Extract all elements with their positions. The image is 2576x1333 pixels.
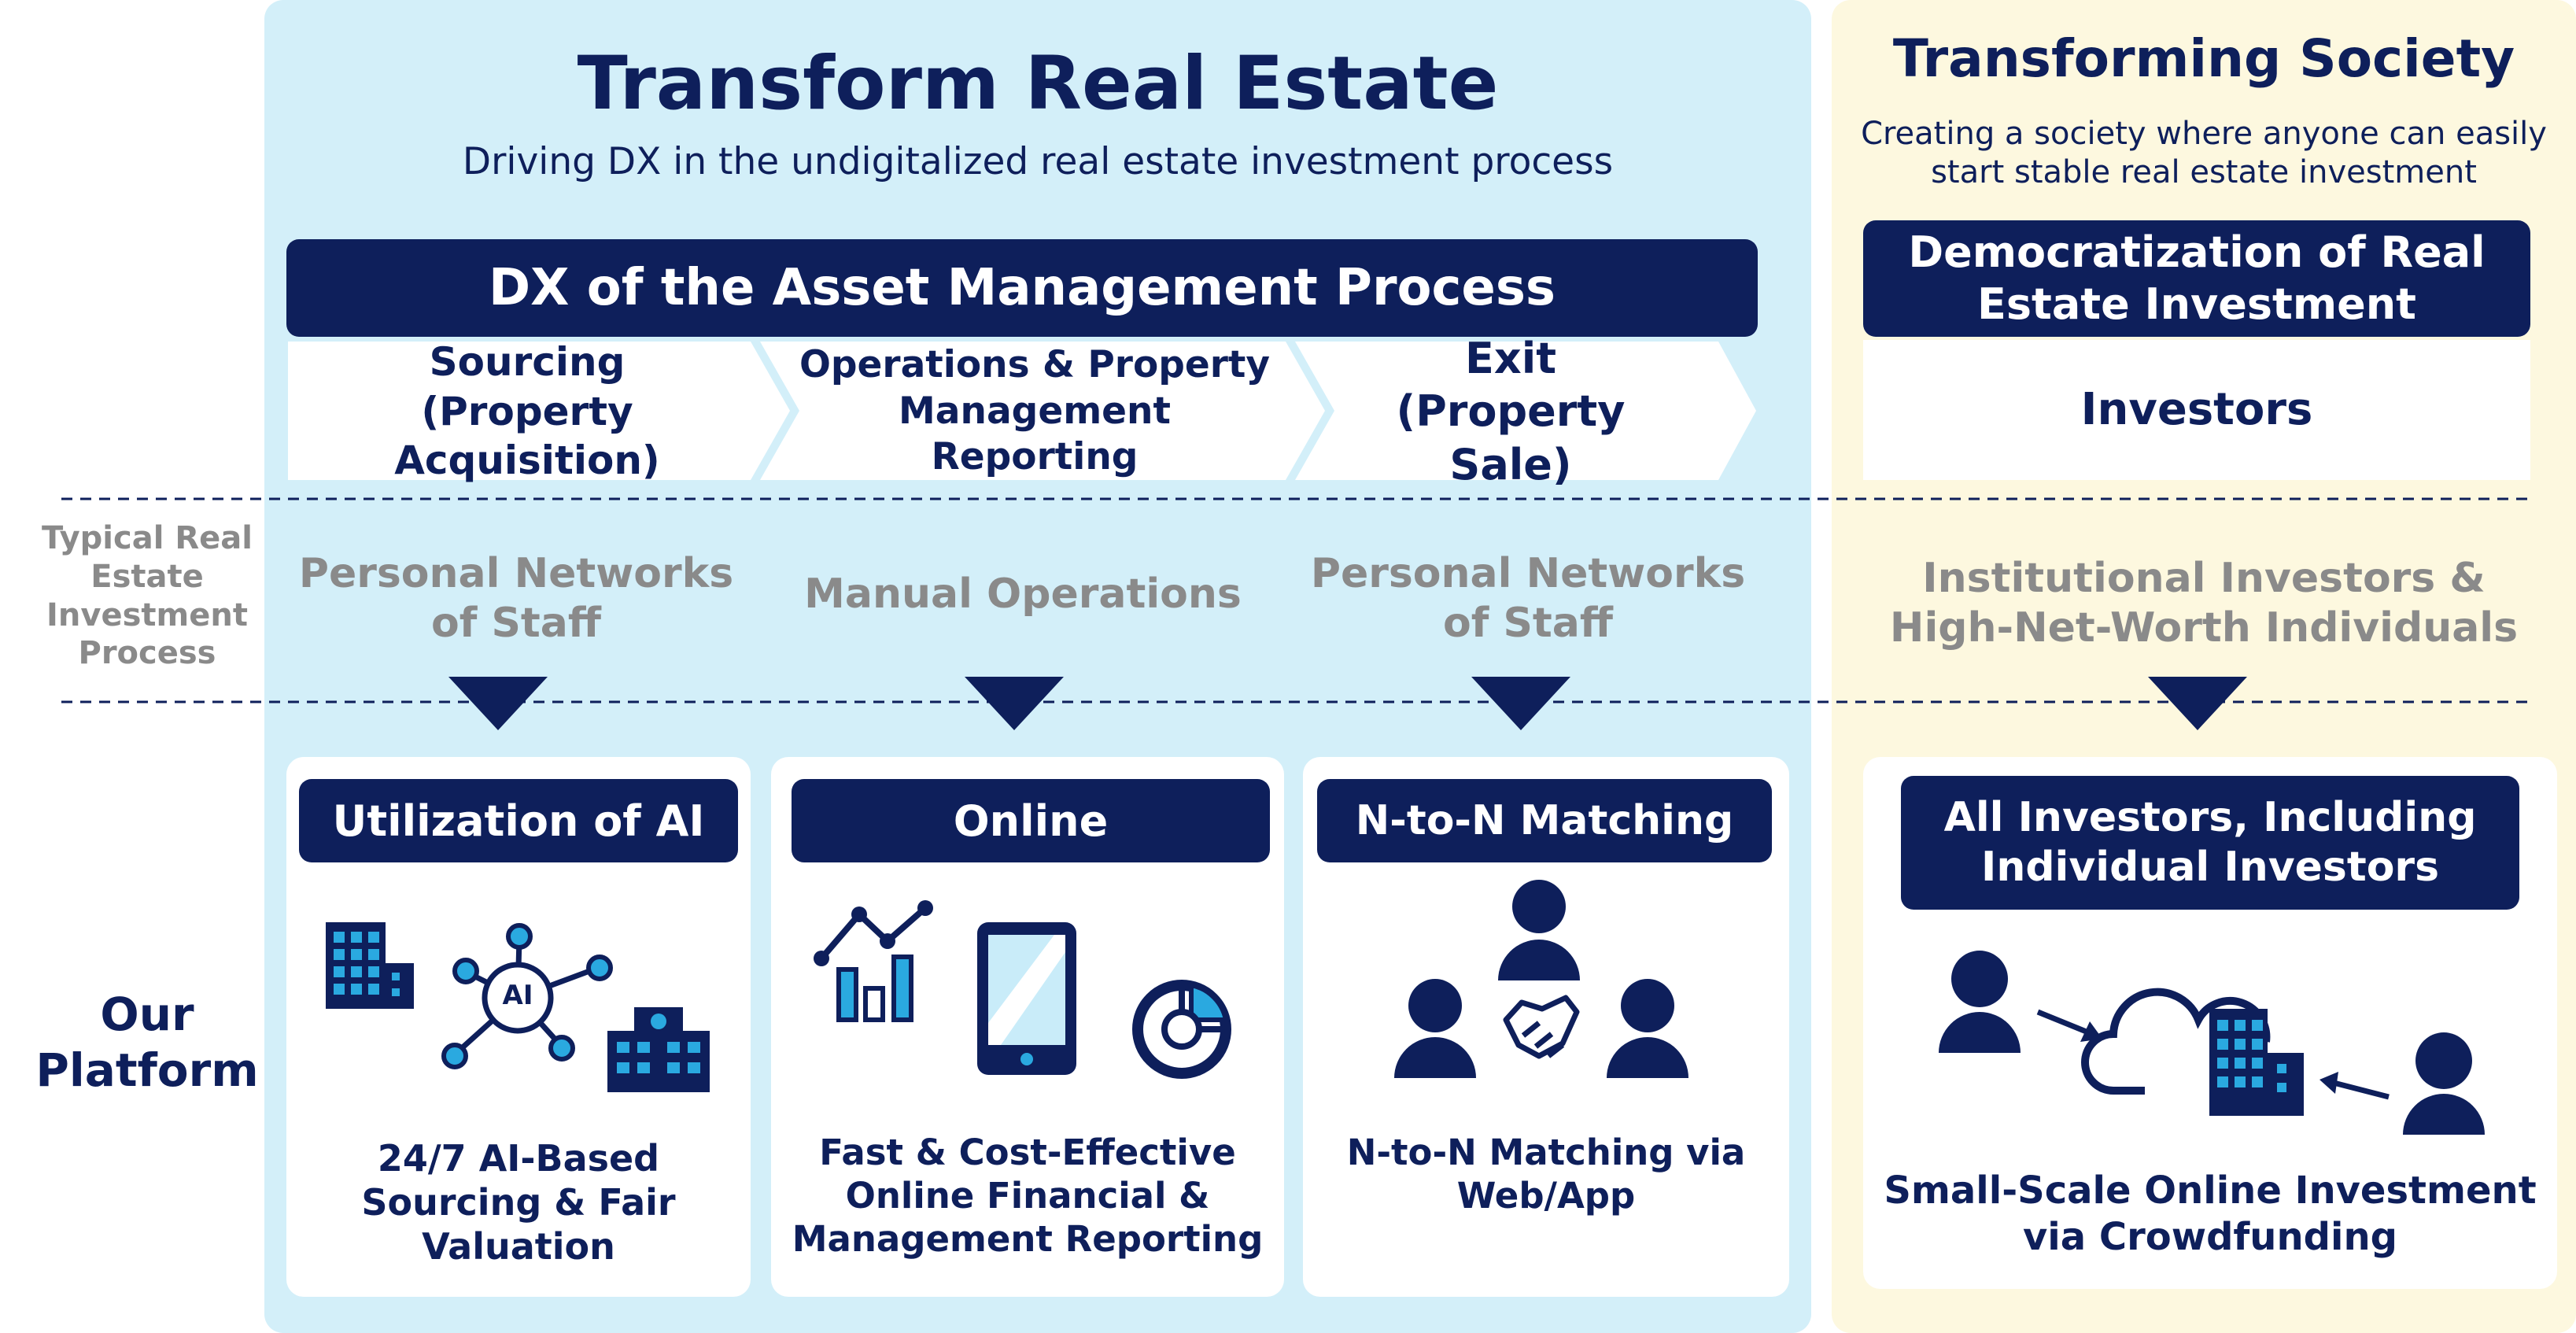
typical-process-label: Typical Real Estate Investment Process xyxy=(24,519,271,673)
typical-sourcing-line-2: of Staff xyxy=(431,600,601,648)
typical-label-line-2: Estate xyxy=(90,558,204,595)
platform-label-line-2: Platform xyxy=(35,1043,259,1097)
step-chevron-3 xyxy=(1295,342,1756,480)
step-exit: Exit (Property Sale) xyxy=(1330,334,1692,489)
step-chevron-1 xyxy=(288,342,790,480)
step-sourcing: Sourcing (Property Acquisition) xyxy=(291,339,763,483)
step-chevron-2 xyxy=(760,342,1325,480)
desc-ai: 24/7 AI-Based Sourcing & Fair Valuation xyxy=(286,1136,751,1268)
typical-exit-line-1: Personal Networks xyxy=(1310,550,1746,597)
typical-investors-line-2: High-Net-Worth Individuals xyxy=(1889,604,2519,652)
left-title: Transform Real Estate xyxy=(577,41,1499,127)
typical-label-line-3: Investment xyxy=(46,596,248,633)
typical-label-line-4: Process xyxy=(78,635,216,672)
desc-ai-line-2: Sourcing & Fair xyxy=(361,1181,676,1224)
typical-investors-line-1: Institutional Investors & xyxy=(1922,555,2486,602)
ai-label: AI xyxy=(502,980,533,1011)
right-title: Transforming Society xyxy=(1892,28,2515,89)
typical-sourcing-line-1: Personal Networks xyxy=(298,550,734,597)
our-platform-label: Our Platform xyxy=(24,987,271,1099)
desc-crowdfunding-line-1: Small-Scale Online Investment xyxy=(1884,1169,2537,1213)
step-exit-line-2: (Property Sale) xyxy=(1396,386,1626,489)
building-icon-2 xyxy=(607,1007,710,1092)
right-subtitle-line-1: Creating a society where anyone can easi… xyxy=(1861,116,2547,152)
down-arrow-1 xyxy=(448,677,548,730)
desc-crowdfunding-line-2: via Crowdfunding xyxy=(2023,1214,2397,1259)
desc-ai-line-3: Valuation xyxy=(422,1225,615,1268)
typical-exit: Personal Networks of Staff xyxy=(1276,549,1780,649)
step-sourcing-line-2: (Property Acquisition) xyxy=(394,388,660,484)
down-arrow-2 xyxy=(965,677,1064,730)
down-arrow-4 xyxy=(2148,677,2247,730)
typical-investors: Institutional Investors & High-Net-Worth… xyxy=(1832,554,2576,654)
democratization-line-1: Democratization of Real xyxy=(1908,227,2486,278)
handshake-icon xyxy=(1503,995,1580,1059)
header-ai: Utilization of AI xyxy=(299,779,738,862)
arrow-icon-right xyxy=(2320,1072,2390,1100)
right-subtitle: Creating a society where anyone can easi… xyxy=(1832,115,2576,192)
typical-sourcing: Personal Networks of Staff xyxy=(264,549,768,649)
democratization-bar: Democratization of Real Estate Investmen… xyxy=(1863,220,2530,337)
desc-online-line-2: Online Financial & xyxy=(845,1174,1210,1217)
person-icon-left xyxy=(1939,951,2021,1053)
typical-operations-line-1: Manual Operations xyxy=(804,570,1242,618)
step-exit-line-1: Exit xyxy=(1464,333,1557,383)
desc-matching-line-1: N-to-N Matching via xyxy=(1346,1132,1746,1173)
desc-online: Fast & Cost-Effective Online Financial &… xyxy=(771,1132,1284,1261)
desc-ai-line-1: 24/7 AI-Based xyxy=(377,1137,660,1180)
process-bar: DX of the Asset Management Process xyxy=(286,239,1758,337)
platform-label-line-1: Our xyxy=(100,988,194,1041)
header-all-investors: All Investors, Including Individual Inve… xyxy=(1901,776,2519,910)
tablet-icon xyxy=(977,922,1076,1075)
step-sourcing-line-1: Sourcing xyxy=(429,339,626,386)
arrow-icon-left xyxy=(2036,1009,2102,1042)
chart-icon xyxy=(814,900,933,1022)
ai-network-icon xyxy=(441,923,613,1069)
header-matching: N-to-N Matching xyxy=(1317,779,1772,862)
pie-chart-icon xyxy=(1132,980,1231,1079)
header-online: Online xyxy=(792,779,1270,862)
header-all-investors-line-1: All Investors, Including xyxy=(1943,793,2477,841)
step-operations-line-2: Management Reporting xyxy=(899,389,1171,479)
desc-matching-line-2: Web/App xyxy=(1456,1174,1636,1217)
right-subtitle-line-2: start stable real estate investment xyxy=(1931,153,2477,190)
down-arrow-3 xyxy=(1471,677,1570,730)
typical-label-line-1: Typical Real xyxy=(42,520,253,556)
investors-box xyxy=(1863,340,2530,480)
left-subtitle: Driving DX in the undigitalized real est… xyxy=(462,140,1614,183)
person-icon-right xyxy=(2403,1032,2485,1135)
desc-matching: N-to-N Matching via Web/App xyxy=(1303,1132,1789,1218)
investors-label: Investors xyxy=(2080,384,2313,435)
desc-online-line-3: Management Reporting xyxy=(792,1217,1264,1260)
header-all-investors-line-2: Individual Investors xyxy=(1980,844,2440,891)
desc-online-line-1: Fast & Cost-Effective xyxy=(819,1132,1236,1173)
step-operations: Operations & Property Management Reporti… xyxy=(795,343,1275,479)
desc-crowdfunding: Small-Scale Online Investment via Crowdf… xyxy=(1863,1168,2557,1260)
people-icon xyxy=(1394,880,1688,1078)
building-icon-3 xyxy=(2209,1009,2304,1116)
typical-exit-line-2: of Staff xyxy=(1443,600,1613,648)
step-operations-line-1: Operations & Property xyxy=(799,342,1271,386)
typical-operations: Manual Operations xyxy=(771,570,1275,619)
building-icon-1 xyxy=(326,922,414,1009)
democratization-line-2: Estate Investment xyxy=(1977,279,2416,329)
